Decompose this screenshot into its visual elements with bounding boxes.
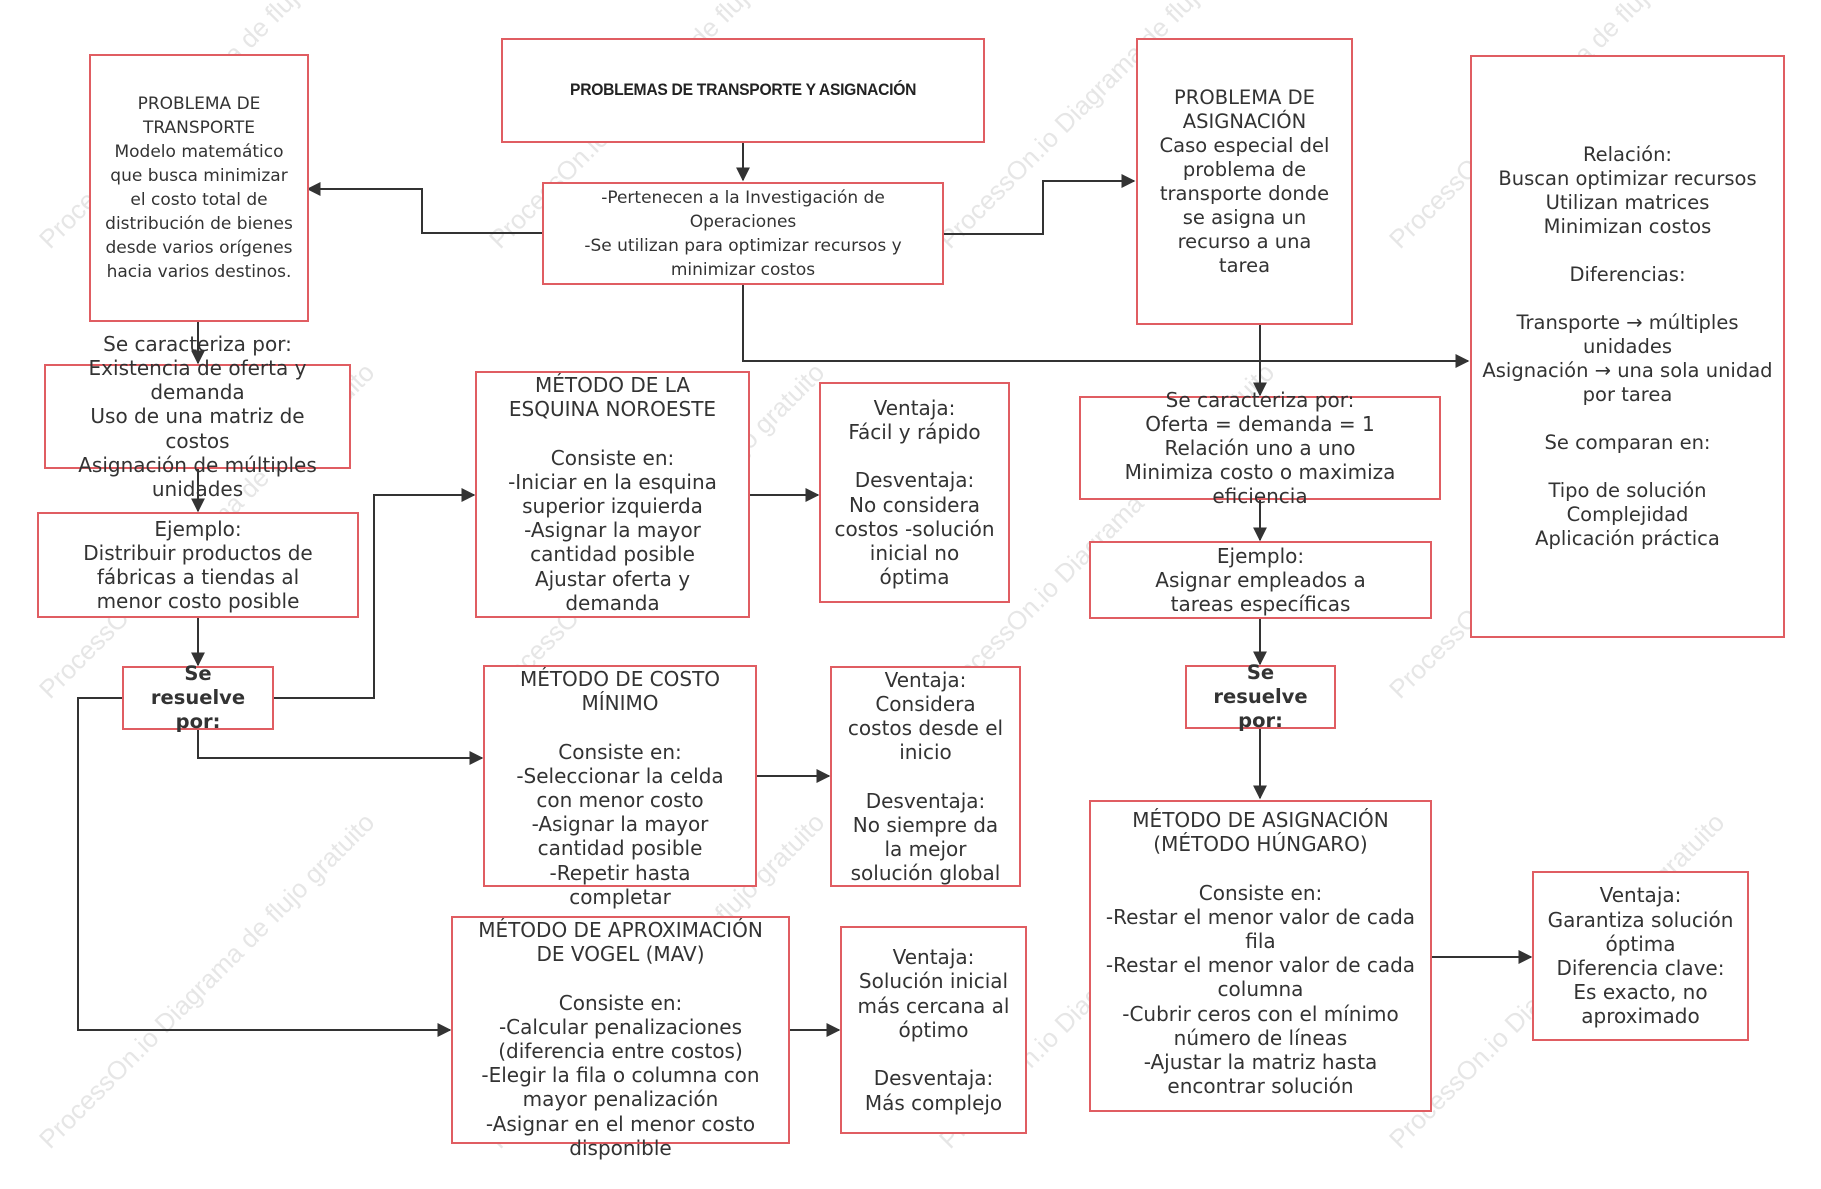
vogel-node[interactable]: MÉTODO DE APROXIMACIÓN DE VOGEL (MAV) Co… xyxy=(451,916,790,1160)
northwest-pros-label: Ventaja: Fácil y rápido Desventaja: No c… xyxy=(834,395,995,590)
title-node[interactable]: PROBLEMAS DE TRANSPORTE Y ASIGNACIÓN xyxy=(501,38,985,143)
transport-label: PROBLEMA DE TRANSPORTE Modelo matemático… xyxy=(105,94,293,282)
assign-solve-label: Se resuelve por: xyxy=(1213,661,1308,732)
relation-node[interactable]: Relación: Buscan optimizar recursos Util… xyxy=(1470,55,1785,638)
mincost-pros-node[interactable]: Ventaja: Considera costos desde el inici… xyxy=(830,666,1021,887)
hungarian-node[interactable]: MÉTODO DE ASIGNACIÓN (MÉTODO HÚNGARO) Co… xyxy=(1089,800,1432,1112)
northwest-pros-node[interactable]: Ventaja: Fácil y rápido Desventaja: No c… xyxy=(819,382,1010,603)
assignment-label: PROBLEMA DE ASIGNACIÓN Caso especial del… xyxy=(1159,85,1330,277)
vogel-pros-node[interactable]: Ventaja: Solución inicial más cercana al… xyxy=(840,926,1027,1134)
transport-traits-label: Se caracteriza por: Existencia de oferta… xyxy=(78,331,317,502)
transport-traits-node[interactable]: Se caracteriza por: Existencia de oferta… xyxy=(44,332,351,501)
transport-example-node[interactable]: Ejemplo: Distribuir productos de fábrica… xyxy=(37,512,359,618)
mincost-pros-label: Ventaja: Considera costos desde el inici… xyxy=(847,667,1004,886)
relation-label: Relación: Buscan optimizar recursos Util… xyxy=(1482,142,1773,550)
hungarian-pros-label: Ventaja: Garantiza solución óptima Difer… xyxy=(1547,883,1734,1029)
assign-solve-node[interactable]: Se resuelve por: xyxy=(1185,661,1336,732)
hungarian-label: MÉTODO DE ASIGNACIÓN (MÉTODO HÚNGARO) Co… xyxy=(1105,808,1416,1099)
intro-label: -Pertenecen a la Investigación de Operac… xyxy=(584,187,902,280)
edge-solve-northwest xyxy=(274,488,476,699)
assign-example-node[interactable]: Ejemplo: Asignar empleados a tareas espe… xyxy=(1089,541,1432,619)
assign-traits-label: Se caracteriza por: Oferta = demanda = 1… xyxy=(1124,387,1396,509)
transport-node[interactable]: PROBLEMA DE TRANSPORTE Modelo matemático… xyxy=(89,54,309,322)
assign-traits-node[interactable]: Se caracteriza por: Oferta = demanda = 1… xyxy=(1079,388,1441,508)
assign-example-label: Ejemplo: Asignar empleados a tareas espe… xyxy=(1155,543,1366,617)
vogel-pros-label: Ventaja: Solución inicial más cercana al… xyxy=(857,945,1010,1115)
assignment-node[interactable]: PROBLEMA DE ASIGNACIÓN Caso especial del… xyxy=(1136,38,1353,325)
intro-node[interactable]: -Pertenecen a la Investigación de Operac… xyxy=(542,182,944,285)
edge-intro-assignment xyxy=(943,174,1136,235)
mincost-node[interactable]: MÉTODO DE COSTO MÍNIMO Consiste en: -Sel… xyxy=(483,665,757,909)
hungarian-pros-node[interactable]: Ventaja: Garantiza solución óptima Difer… xyxy=(1532,871,1749,1041)
edge-intro-relation xyxy=(742,285,1470,368)
edge-intro-transport xyxy=(306,182,542,234)
edge-solve-mincost xyxy=(197,730,484,765)
transport-solve-label: Se resuelve por: xyxy=(150,662,246,733)
edge-solve-vogel xyxy=(77,697,452,1037)
northwest-label: MÉTODO DE LA ESQUINA NOROESTE Consiste e… xyxy=(508,373,717,615)
transport-solve-node[interactable]: Se resuelve por: xyxy=(122,662,274,733)
mincost-label: MÉTODO DE COSTO MÍNIMO Consiste en: -Sel… xyxy=(516,667,724,909)
transport-example-label: Ejemplo: Distribuir productos de fábrica… xyxy=(83,516,313,614)
northwest-node[interactable]: MÉTODO DE LA ESQUINA NOROESTE Consiste e… xyxy=(475,371,750,618)
vogel-label: MÉTODO DE APROXIMACIÓN DE VOGEL (MAV) Co… xyxy=(478,918,763,1160)
title-label: PROBLEMAS DE TRANSPORTE Y ASIGNACIÓN xyxy=(569,80,917,100)
